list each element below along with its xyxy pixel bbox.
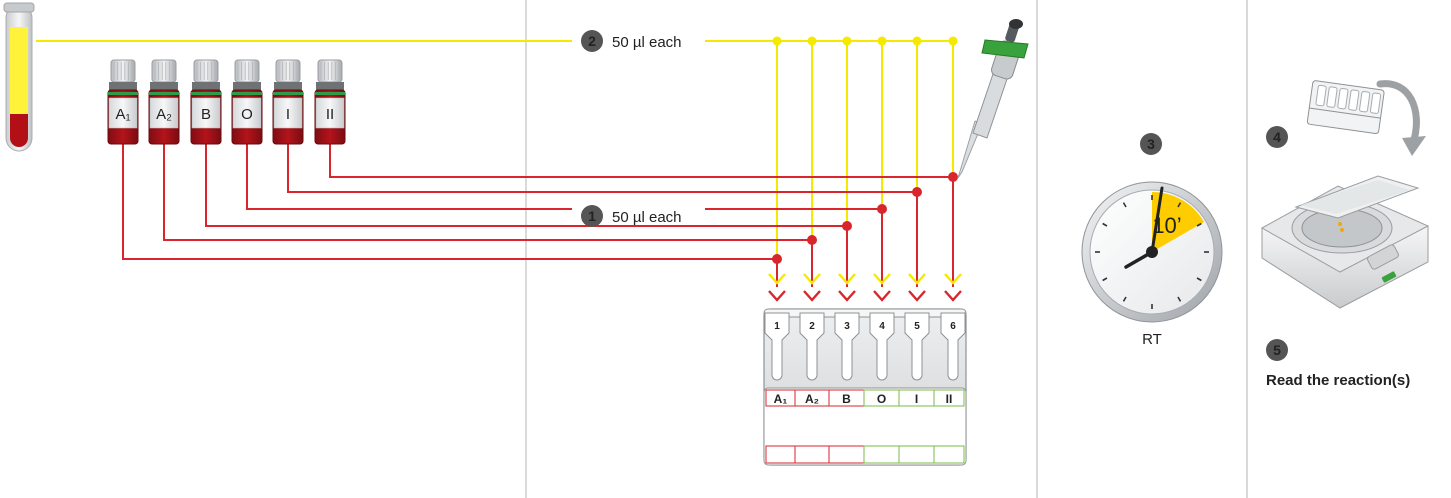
step-1-label: 1 50 µl each [581, 205, 682, 227]
step-4-number: 4 [1273, 129, 1281, 145]
card-well-label: O [877, 392, 886, 406]
vial-label: O [241, 106, 253, 123]
step-3-text: RT [1142, 331, 1162, 348]
step-4-bullet-group: 4 [1266, 126, 1288, 148]
step-5-text: Read the reaction(s) [1266, 372, 1410, 389]
plasma-layer [10, 27, 28, 116]
card-well-label: I [915, 392, 918, 406]
well-number: 1 [774, 321, 780, 332]
reagent-vial: A₁ [108, 60, 138, 144]
pipette-icon [958, 19, 1028, 178]
step-5-bullet-group: 5 [1266, 339, 1288, 361]
vial-label: II [326, 106, 334, 123]
well-number: 3 [844, 321, 850, 332]
blood-layer [10, 114, 28, 147]
centrifuge-icon [1262, 176, 1428, 308]
step-2-label: 2 50 µl each [581, 30, 682, 52]
step-2-number: 2 [588, 33, 596, 49]
vial-label: I [286, 106, 290, 123]
well-number: 6 [950, 321, 956, 332]
rotate-arrow-icon [1380, 84, 1426, 156]
blood-sample-tube [4, 3, 34, 151]
red-lines [123, 144, 953, 287]
card-well-label: A₁ [774, 392, 788, 406]
card-well-label: II [946, 392, 953, 406]
vial-label: A₂ [156, 106, 172, 123]
reagent-vial: O [232, 60, 262, 144]
reagent-vial: I [273, 60, 303, 144]
step-1-number: 1 [588, 208, 596, 224]
reagent-vial: A₂ [149, 60, 179, 144]
reagent-vial: B [191, 60, 221, 144]
step-3-number: 3 [1147, 136, 1155, 152]
timer-clock-icon: 10’ [1082, 182, 1222, 322]
step-5-number: 5 [1273, 342, 1281, 358]
vial-label: B [201, 106, 211, 123]
well-number: 5 [914, 321, 920, 332]
well-number: 2 [809, 321, 815, 332]
step-3-bullet-group: 3 [1140, 133, 1162, 155]
card-well-label: A₂ [805, 392, 819, 406]
card-label-area [764, 388, 966, 465]
vial-label: A₁ [115, 106, 130, 123]
step-2-text: 50 µl each [612, 34, 682, 51]
well-number: 4 [879, 321, 885, 332]
reagent-vial: II [315, 60, 345, 144]
card-well-label: B [842, 392, 851, 406]
red-junction-dots [772, 172, 958, 264]
mini-card-icon [1307, 80, 1384, 134]
well-arrows [769, 274, 961, 300]
step-1-text: 50 µl each [612, 209, 682, 226]
